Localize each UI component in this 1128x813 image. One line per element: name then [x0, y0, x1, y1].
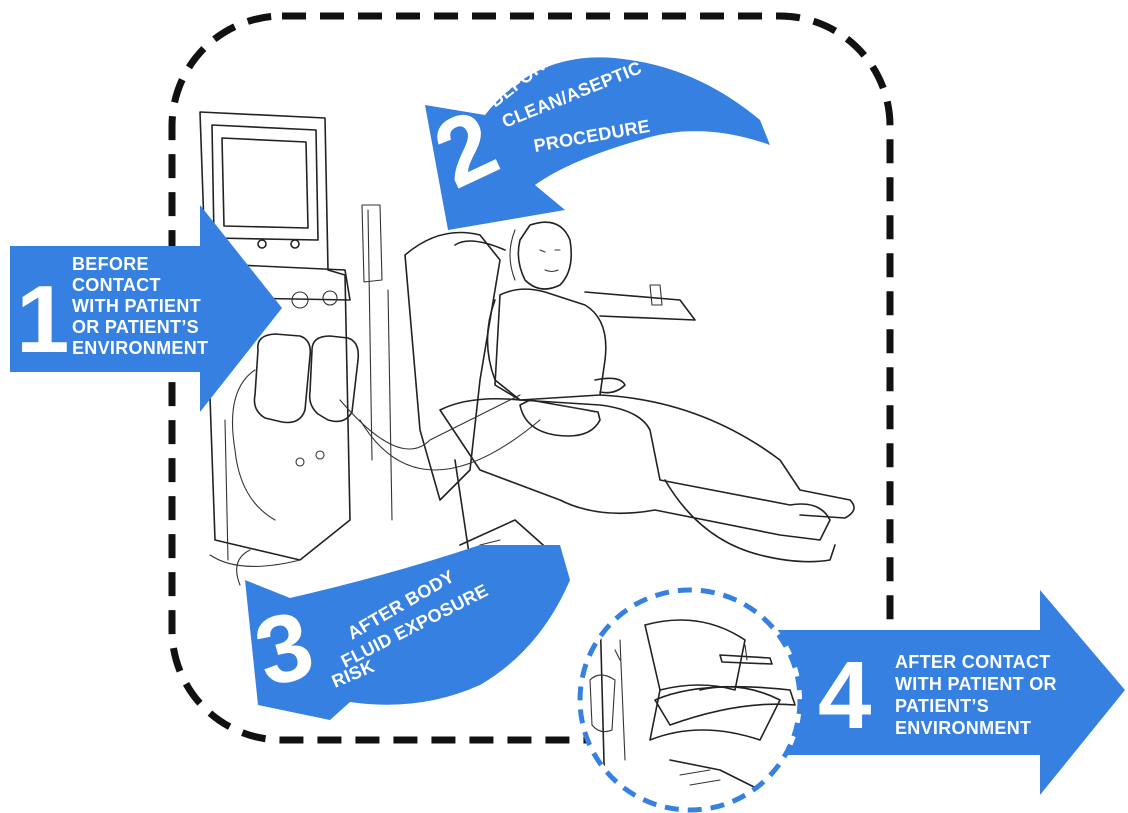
- moment-4-line-2: WITH PATIENT OR: [895, 674, 1057, 694]
- empty-chair-circle: [578, 588, 802, 812]
- moment-1-arrow: 1 BEFORE CONTACT WITH PATIENT OR PATIENT…: [10, 205, 282, 412]
- moment-3-arrow: 3 AFTER BODY FLUID EXPOSURE RISK: [245, 545, 570, 720]
- moment-4-line-4: ENVIRONMENT: [895, 718, 1031, 738]
- moment-1-line-1: BEFORE: [72, 254, 149, 274]
- moment-1-line-3: WITH PATIENT: [72, 296, 201, 316]
- moment-4-line-3: PATIENT’S: [895, 696, 989, 716]
- moment-4-line-1: AFTER CONTACT: [895, 652, 1051, 672]
- moment-1-number: 1: [16, 266, 69, 373]
- moment-2-arrow: 2 BEFORE CLEAN/ASEPTIC PROCEDURE: [419, 48, 770, 230]
- moment-1-line-2: CONTACT: [72, 275, 161, 295]
- patient-in-chair-icon: [340, 222, 854, 580]
- moment-1-line-5: ENVIRONMENT: [72, 338, 208, 358]
- moment-1-line-4: OR PATIENT’S: [72, 317, 199, 337]
- moment-4-number: 4: [818, 642, 871, 749]
